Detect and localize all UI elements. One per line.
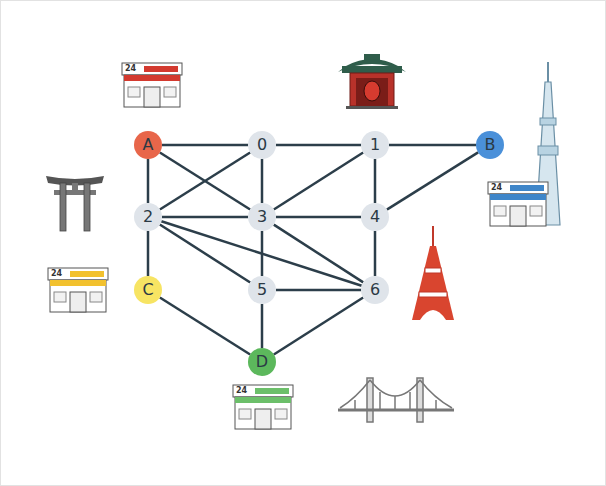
temple-gate bbox=[338, 54, 406, 109]
station-node: 2 bbox=[134, 203, 162, 231]
store-sign-number: 24 bbox=[51, 270, 62, 278]
node-label: D bbox=[256, 354, 268, 370]
station-node: 0 bbox=[248, 131, 276, 159]
node-label: 2 bbox=[143, 209, 153, 225]
store-sign-number: 24 bbox=[125, 65, 136, 73]
node-label: B bbox=[485, 137, 496, 153]
station-node: 1 bbox=[361, 131, 389, 159]
route-line bbox=[276, 144, 361, 147]
route-line bbox=[374, 159, 377, 203]
station-node: C bbox=[134, 276, 162, 304]
convenience-store bbox=[233, 385, 293, 429]
route-line bbox=[160, 297, 250, 354]
route-line bbox=[274, 225, 363, 283]
node-label: 4 bbox=[370, 209, 380, 225]
route-line bbox=[160, 225, 250, 283]
route-line bbox=[274, 153, 363, 210]
route-line bbox=[147, 159, 150, 203]
store-sign-number: 24 bbox=[491, 184, 502, 192]
convenience-store bbox=[48, 268, 108, 312]
route-line bbox=[261, 231, 264, 276]
route-line bbox=[276, 216, 361, 219]
station-node: 4 bbox=[361, 203, 389, 231]
station-node: 3 bbox=[248, 203, 276, 231]
node-label: 6 bbox=[370, 282, 380, 298]
convenience-store bbox=[122, 63, 182, 107]
station-node: 5 bbox=[248, 276, 276, 304]
station-node: D bbox=[248, 348, 276, 376]
station-node: 6 bbox=[361, 276, 389, 304]
station-node: A bbox=[134, 131, 162, 159]
route-line bbox=[162, 216, 248, 219]
tokyo-tower bbox=[412, 226, 454, 320]
node-label: 1 bbox=[370, 137, 380, 153]
route-line bbox=[261, 159, 264, 203]
route-line bbox=[162, 144, 248, 147]
node-label: 3 bbox=[257, 209, 267, 225]
station-node: B bbox=[476, 131, 504, 159]
route-line bbox=[160, 152, 250, 209]
suspension-bridge bbox=[338, 378, 454, 422]
route-line bbox=[387, 152, 478, 209]
route-line bbox=[276, 289, 361, 292]
node-label: 0 bbox=[257, 137, 267, 153]
route-line bbox=[389, 144, 476, 147]
convenience-store bbox=[488, 182, 548, 226]
route-line bbox=[274, 298, 363, 355]
route-line bbox=[261, 304, 264, 348]
store-sign-number: 24 bbox=[236, 387, 247, 395]
node-label: 5 bbox=[257, 282, 267, 298]
node-label: A bbox=[143, 137, 154, 153]
route-line bbox=[160, 152, 250, 209]
route-line bbox=[374, 231, 377, 276]
route-line bbox=[147, 231, 150, 276]
torii-gate bbox=[46, 176, 104, 231]
node-label: C bbox=[142, 282, 153, 298]
